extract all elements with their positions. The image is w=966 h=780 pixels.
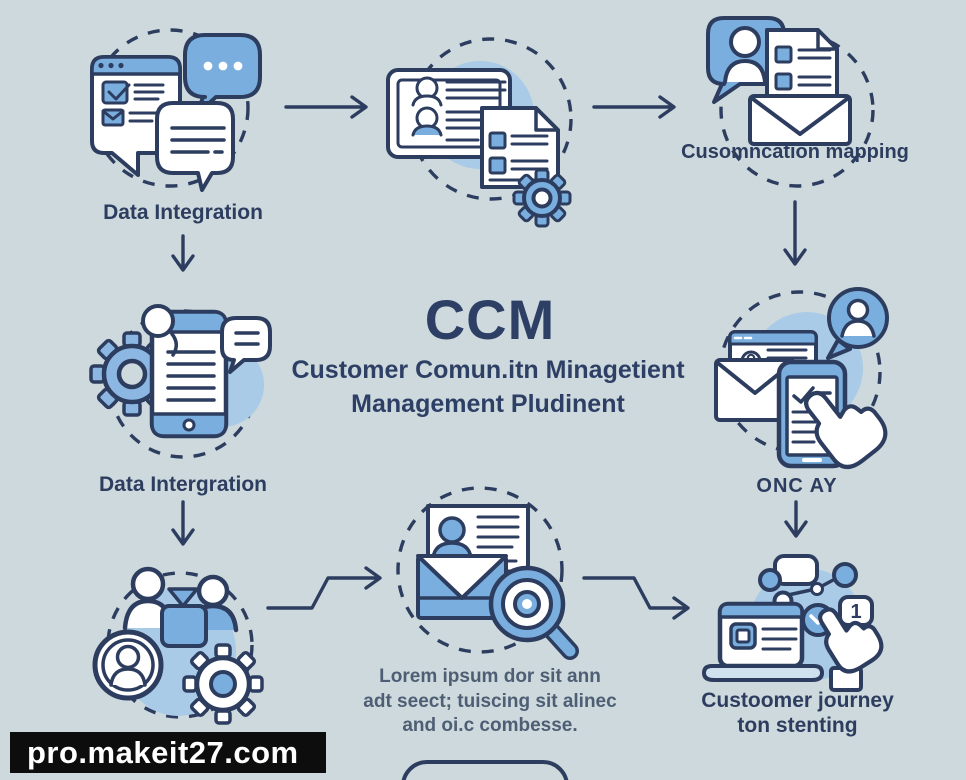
badge-number: 1 xyxy=(850,601,861,623)
page-subtitle-line1: Customer Comun.itn Minagetient xyxy=(291,356,685,384)
person-bubble-mail-icon xyxy=(706,16,875,188)
chat-browser-icon xyxy=(90,28,262,192)
phone-gear-icon xyxy=(89,304,272,459)
team-avatar-gear-icon xyxy=(92,566,264,725)
dashed-circle xyxy=(719,32,875,188)
arrow-right-down-1 xyxy=(783,200,807,266)
arrow-top-2 xyxy=(592,95,676,119)
dashed-circle xyxy=(90,28,250,188)
arrow-right-down-2 xyxy=(784,500,808,538)
label-customer-journey-line1: Custoomer journey xyxy=(701,689,894,712)
dashed-circle xyxy=(409,37,573,201)
dashed-circle xyxy=(396,486,564,654)
caption-line-1: Lorem ipsum dor sit ann xyxy=(379,666,601,687)
gear-icon xyxy=(512,168,572,228)
gear-icon xyxy=(182,643,264,725)
label-oncay: ONC AY xyxy=(756,475,838,497)
watermark-banner: pro.makeit27.com xyxy=(10,732,326,773)
mail-tablet-hand-icon xyxy=(714,287,889,470)
page-title: CCM xyxy=(424,288,556,351)
label-communication-mapping: Cusomncation mapping xyxy=(681,141,909,163)
label-data-intergration: Data Intergration xyxy=(98,473,268,496)
dashed-circle xyxy=(106,571,254,719)
caption-line-2: adt seect; tuiscing sit alinec xyxy=(363,691,617,712)
partial-button-outline xyxy=(401,760,569,780)
label-customer-journey-line2: ton stenting xyxy=(737,714,858,737)
arrow-left-down-1 xyxy=(171,234,195,272)
mail-search-icon xyxy=(396,486,579,780)
id-card-document-gear-icon xyxy=(386,37,573,228)
journey-laptop-hand-icon: 1 xyxy=(702,554,884,692)
arrow-left-down-2 xyxy=(171,500,195,546)
flow-arrows xyxy=(171,95,808,620)
caption-line-3: and oi.c combesse. xyxy=(402,715,578,736)
arrow-top-1 xyxy=(284,95,368,119)
page-subtitle-line2: Management Pludinent xyxy=(351,390,625,418)
hand-cursor-icon xyxy=(804,390,888,470)
arrow-bottom-2 xyxy=(582,576,690,620)
label-data-integration: Data Integration xyxy=(103,201,263,224)
hand-cursor-icon xyxy=(818,607,884,674)
arrow-bottom-1 xyxy=(266,566,382,610)
